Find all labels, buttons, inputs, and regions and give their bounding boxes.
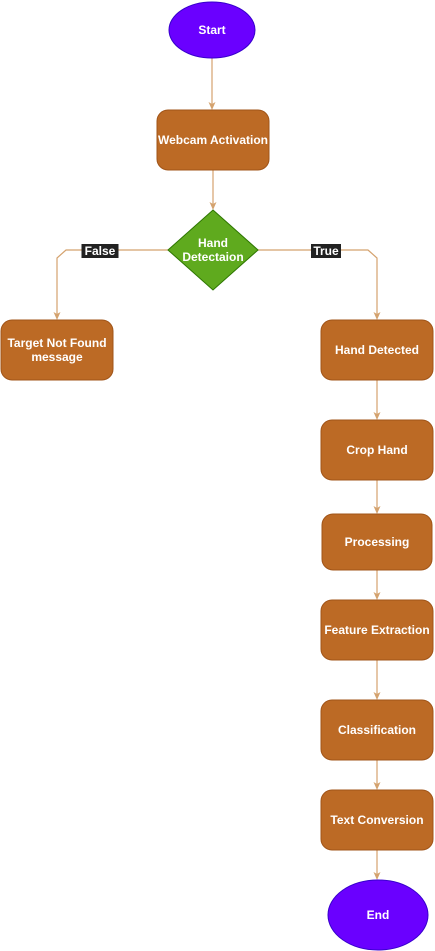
node-label: Text Conversion <box>330 813 423 827</box>
edge-decision-not_found: False <box>53 244 168 320</box>
edge-text_conv-end <box>373 850 381 880</box>
process-shape <box>320 599 434 661</box>
edge-label-text: True <box>313 244 339 258</box>
node-text-conv[interactable]: Text Conversion <box>320 789 434 851</box>
arrowhead <box>209 202 217 210</box>
node-label: Hand Detected <box>335 343 419 357</box>
edge-features-classification <box>373 660 381 700</box>
process-shape <box>320 699 434 761</box>
edge-label-bg <box>311 244 341 258</box>
edge-line <box>56 249 168 314</box>
edge-crop-processing <box>373 480 381 514</box>
edge-label-bg <box>81 244 119 258</box>
node-start[interactable]: Start <box>168 1 256 59</box>
node-crop[interactable]: Crop Hand <box>320 419 434 481</box>
process-shape <box>320 319 434 381</box>
arrowhead <box>373 412 381 420</box>
node-processing[interactable]: Processing <box>321 513 433 571</box>
arrowhead <box>373 506 381 514</box>
node-label: Webcam Activation <box>158 133 268 147</box>
arrowhead <box>208 102 216 110</box>
arrowhead <box>373 782 381 790</box>
arrowhead <box>53 312 61 320</box>
edges-layer: False True <box>53 58 381 880</box>
node-label: Crop Hand <box>346 443 407 457</box>
process-shape <box>320 419 434 481</box>
edge-processing-features <box>373 570 381 600</box>
edge-label-true: True <box>311 244 341 258</box>
arrowhead <box>373 312 381 320</box>
edge-decision-detected: True <box>258 244 381 320</box>
process-shape <box>320 789 434 851</box>
node-label: Detectaion <box>182 250 243 264</box>
terminal-shape <box>327 879 429 951</box>
edge-detected-crop <box>373 380 381 420</box>
node-label: End <box>367 908 390 922</box>
edge-webcam-decision <box>209 170 217 210</box>
node-label: Feature Extraction <box>324 623 429 637</box>
process-shape <box>156 109 270 171</box>
node-label: message <box>31 350 83 364</box>
arrowhead <box>373 692 381 700</box>
edge-line <box>258 249 378 314</box>
edge-classification-text_conv <box>373 760 381 790</box>
node-classification[interactable]: Classification <box>320 699 434 761</box>
decision-shape <box>167 209 259 291</box>
edge-label-false: False <box>81 244 119 258</box>
node-label: Classification <box>338 723 416 737</box>
node-features[interactable]: Feature Extraction <box>320 599 434 661</box>
edge-start-webcam <box>208 58 216 110</box>
node-label: Processing <box>345 535 410 549</box>
process-shape <box>0 319 114 381</box>
terminal-shape <box>168 1 256 59</box>
node-label: Hand <box>198 236 228 250</box>
edge-label-text: False <box>85 244 116 258</box>
node-detected[interactable]: Hand Detected <box>320 319 434 381</box>
arrowhead <box>373 592 381 600</box>
node-end[interactable]: End <box>327 879 429 951</box>
arrowhead <box>373 872 381 880</box>
process-shape <box>321 513 433 571</box>
node-webcam[interactable]: Webcam Activation <box>156 109 270 171</box>
node-label: Start <box>198 23 225 37</box>
node-label: Target Not Found <box>7 336 106 350</box>
